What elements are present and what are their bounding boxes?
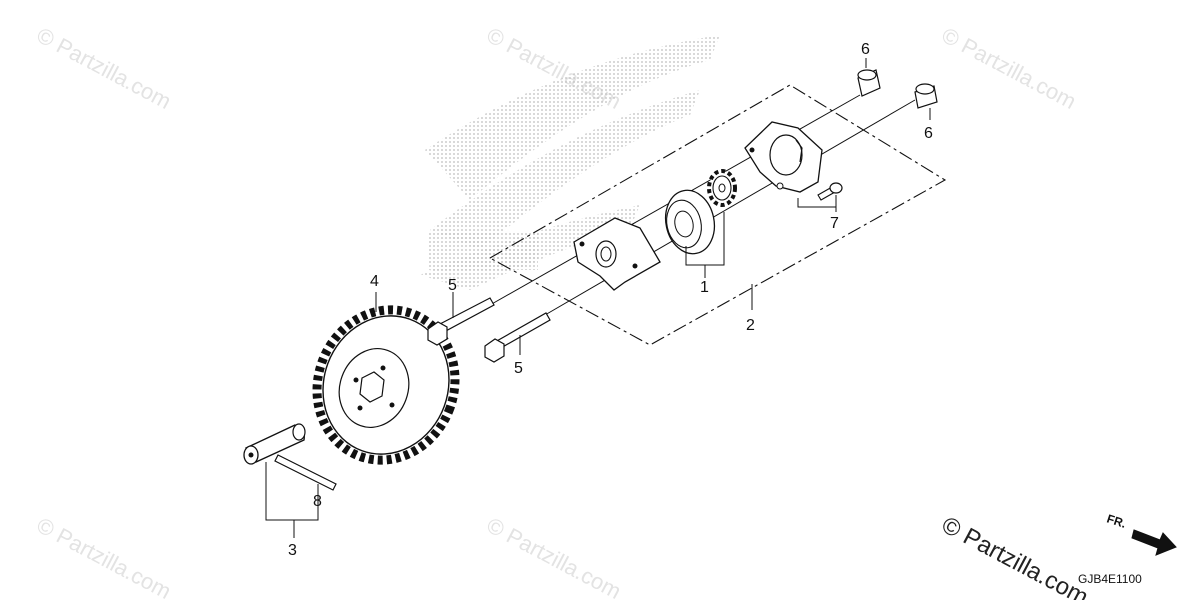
dowel-pin-part-6-upper xyxy=(857,69,881,97)
screw-part-7 xyxy=(817,182,843,201)
shaft-part-3 xyxy=(243,423,306,465)
pump-cover-front xyxy=(573,217,661,291)
pump-body-rear xyxy=(744,121,823,193)
assembly-outline xyxy=(488,84,947,346)
callout-2: 2 xyxy=(746,317,755,334)
callout-1: 1 xyxy=(700,279,709,296)
brand-wing-logo xyxy=(420,35,720,290)
callout-3: 3 xyxy=(288,542,297,559)
callout-8: 8 xyxy=(313,493,322,510)
watermark-5: © Partzilla.com xyxy=(483,512,626,600)
callout-6-lower: 6 xyxy=(924,125,933,142)
front-direction-arrow: FR. xyxy=(1105,512,1177,556)
callouts: 1 2 3 4 5 5 6 6 7 8 xyxy=(288,41,933,559)
callout-4: 4 xyxy=(370,273,379,290)
pin-part-8 xyxy=(274,454,337,491)
watermark-4: © Partzilla.com xyxy=(33,512,176,600)
outer-rotor xyxy=(664,189,716,255)
direction-label: FR. xyxy=(1105,512,1128,531)
callout-5-lower: 5 xyxy=(514,360,523,377)
corner-watermark: © Partzilla.com xyxy=(937,511,1092,600)
callout-6-upper: 6 xyxy=(861,41,870,58)
inner-rotor xyxy=(707,169,737,207)
gear-part-4 xyxy=(312,305,460,465)
callout-5-upper: 5 xyxy=(448,277,457,294)
diagram-code: GJB4E1100 xyxy=(1078,572,1142,586)
bolt-part-5-upper xyxy=(427,297,495,346)
bolt-part-5-lower xyxy=(484,312,551,363)
watermark-3: © Partzilla.com xyxy=(938,22,1081,114)
leader-lines xyxy=(265,58,931,538)
dowel-pin-part-6-lower xyxy=(914,83,938,109)
callout-7: 7 xyxy=(830,215,839,232)
watermark-1: © Partzilla.com xyxy=(33,22,176,114)
